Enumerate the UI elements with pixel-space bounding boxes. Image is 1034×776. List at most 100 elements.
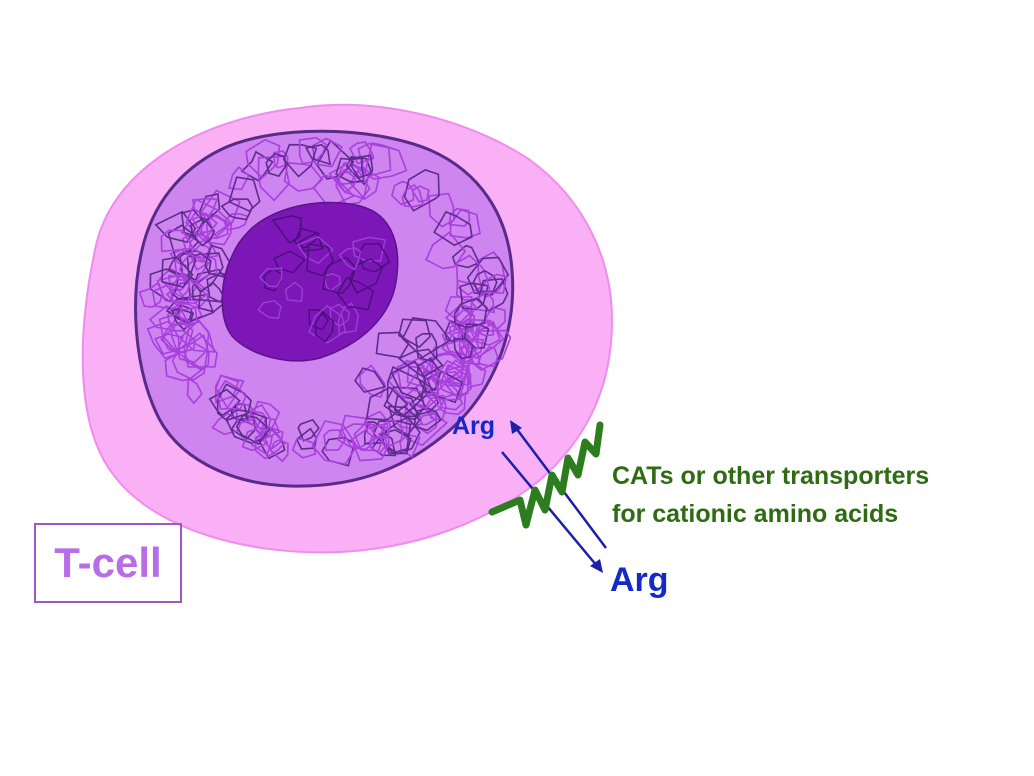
chromatin-strand: [283, 162, 324, 192]
chromatin-strand: [154, 333, 184, 355]
chromatin-strand: [298, 232, 324, 252]
chromatin-strand: [314, 310, 335, 343]
chromatin-strand: [391, 180, 415, 206]
chromatin-strand: [453, 308, 476, 331]
chromatin-strand: [335, 171, 371, 206]
chromatin-strand: [138, 281, 164, 308]
chromatin-strand: [306, 243, 334, 277]
chromatin-strand: [472, 269, 498, 293]
chromatin-strand: [390, 360, 427, 402]
chromatin-strand: [334, 161, 365, 185]
chromatin-strand: [453, 337, 474, 360]
chromatin-strand: [401, 317, 452, 359]
chromatin-strand: [350, 154, 374, 179]
transporter-caption-line-1: CATs or other transporters: [612, 462, 930, 490]
chromatin-strand: [187, 231, 219, 259]
chromatin-strand: [258, 267, 283, 288]
chromatin-strand: [442, 359, 468, 389]
chromatin-strand: [375, 331, 410, 359]
chromatin-strand: [364, 142, 408, 180]
chromatin-strand: [228, 165, 250, 191]
chromatin-strand: [397, 348, 444, 378]
cell-type-box: T-cell: [34, 523, 182, 603]
chromatin-strand: [439, 392, 467, 416]
chromatin-strand: [245, 138, 281, 179]
chromatin-strand: [284, 281, 304, 303]
chromatin-strand: [352, 236, 386, 262]
chromatin-strand: [336, 276, 375, 311]
chromatin-strand: [298, 136, 328, 165]
chromatin-strand: [350, 422, 390, 462]
chromatin-strand: [296, 235, 334, 265]
chromatin-strand: [425, 231, 467, 270]
chromatin-strand: [241, 428, 269, 452]
arrow-outward: [501, 451, 598, 567]
zigzag-transporter-icon: [488, 421, 604, 529]
chromatin-strand: [215, 374, 245, 410]
chromatin-strand: [323, 429, 346, 452]
chromatin-strand: [403, 169, 440, 212]
chromatin-strand: [161, 256, 194, 289]
chromatin-strand: [304, 143, 331, 166]
chromatin-strand: [160, 229, 195, 253]
chromatin-strand: [271, 214, 303, 244]
chromatin-strand: [223, 212, 249, 231]
chromatin-strand: [415, 332, 438, 363]
chromatin-strand: [337, 302, 360, 335]
transporter-caption: CATs or other transporters for cationic …: [612, 457, 929, 533]
chromatin-strand: [466, 359, 487, 389]
chromatin-strand: [368, 435, 388, 455]
chromatin-strand: [228, 176, 261, 213]
chromatin-strand: [308, 309, 330, 331]
chromatin-strand: [455, 254, 489, 296]
chromatin-strand: [399, 433, 421, 458]
chromatin-strand: [180, 208, 205, 238]
chromatin-strand: [158, 313, 192, 353]
chromatin-strand: [433, 210, 473, 247]
chromatin-strand: [453, 297, 488, 329]
chromatin-strand: [178, 301, 198, 329]
chromatin-strand: [338, 246, 362, 271]
arg-outside-label: Arg: [610, 561, 669, 599]
chromatin-strand: [328, 161, 370, 200]
chromatin-strand: [466, 256, 510, 296]
chromatin-strands: [138, 136, 512, 467]
chromatin-strand: [428, 192, 455, 228]
chromatin-strand: [165, 277, 210, 311]
chromatin-strand: [161, 329, 197, 354]
chromatin-strand: [185, 198, 233, 243]
chromatin-strand: [397, 318, 431, 349]
chromatin-strand: [250, 434, 273, 456]
chromatin-strand: [165, 293, 215, 324]
chromatin-strand: [459, 282, 489, 311]
chromatin-strand: [254, 416, 281, 440]
chromatin-strand: [337, 414, 378, 448]
chromatin-strand: [220, 198, 254, 221]
chromatin-strand: [154, 210, 197, 244]
chromatin-strand: [486, 273, 508, 294]
chromatin-strand: [387, 405, 421, 437]
chromatin-strand: [235, 414, 271, 446]
chromatin-strand: [183, 332, 218, 368]
chromatin-strand: [383, 386, 427, 421]
chromatin-strand: [297, 418, 320, 442]
chromatin-strand: [454, 304, 472, 328]
chromatin-strand: [411, 185, 430, 203]
chromatin-strand: [190, 217, 216, 247]
chromatin-strand: [321, 436, 356, 467]
chromatin-strand: [257, 299, 282, 319]
transporter-caption-line-2: for cationic amino acids: [612, 500, 899, 528]
chromatin-strand: [308, 305, 346, 344]
chromatin-strand: [167, 306, 188, 326]
chromatin-strand: [173, 250, 210, 282]
arrowhead-outward: [590, 559, 603, 573]
chromatin-strand: [216, 383, 252, 422]
chromatin-strand: [338, 168, 357, 194]
chromatin-strand: [191, 212, 218, 234]
chromatin-strand: [186, 376, 203, 405]
chromatin-strand: [425, 394, 447, 421]
chromatin-strand: [348, 141, 375, 165]
chromatin-strand: [191, 197, 219, 218]
nucleolus-strands: [257, 214, 391, 344]
